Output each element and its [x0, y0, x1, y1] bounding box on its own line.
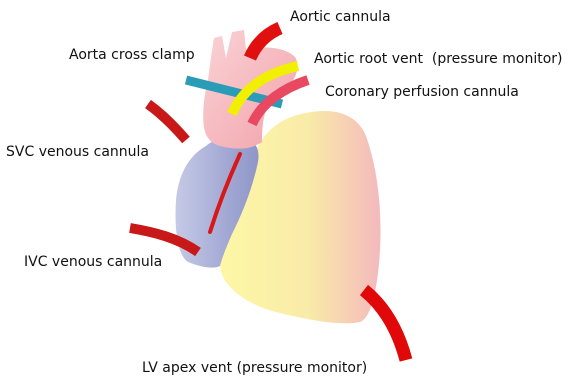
ivc-venous-cannula-label: IVC venous cannula	[24, 254, 162, 270]
lv-apex-vent-label: LV apex vent (pressure monitor)	[142, 360, 367, 376]
aortic-cannula-label: Aortic cannula	[290, 9, 391, 25]
aorta-cross-clamp-label: Aorta cross clamp	[69, 47, 195, 63]
svc-venous-cannula-label: SVC venous cannula	[6, 144, 149, 160]
coronary-perfusion-cannula-label: Coronary perfusion cannula	[325, 84, 519, 100]
lv-apex-vent	[364, 290, 406, 360]
svc-venous-cannula	[148, 104, 186, 140]
aortic-root-vent-label: Aortic root vent (pressure monitor)	[314, 51, 562, 67]
